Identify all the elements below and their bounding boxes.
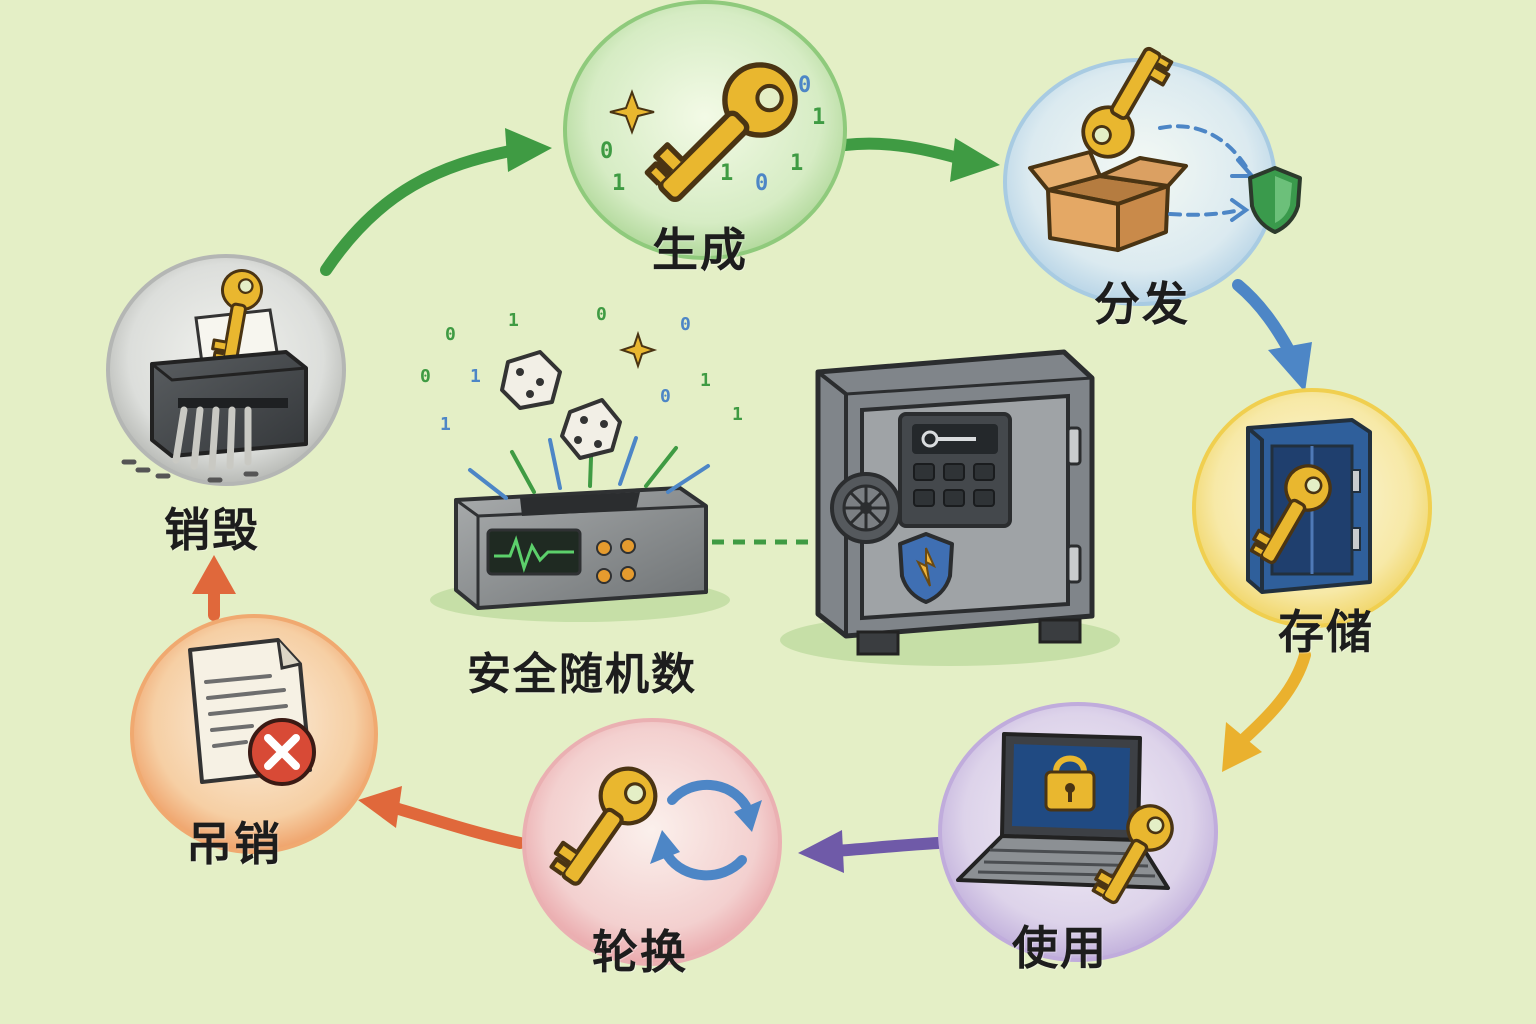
binary-digits: 0 0 1 1 0 0 1 1 1 0 — [420, 304, 743, 435]
dashed-route-upper — [1158, 124, 1250, 172]
arrow-generate-to-distribute — [839, 137, 1000, 182]
binary-digit: 1 — [440, 414, 451, 435]
binary-digit: 0 — [660, 386, 671, 407]
key-rotate-icon — [547, 758, 762, 896]
keypad-icon — [898, 412, 1012, 528]
binary-digit: 0 — [755, 171, 768, 196]
arrow-distribute-to-store — [1232, 279, 1312, 392]
binary-digit: 1 — [790, 151, 803, 176]
stage-use — [938, 702, 1218, 962]
stage-label-use: 使用 — [1012, 921, 1108, 975]
box-with-key-icon — [1028, 37, 1188, 252]
binary-digit: 0 — [680, 314, 691, 335]
shield-icon — [1248, 166, 1302, 234]
binary-digit: 1 — [508, 310, 519, 331]
central-safe-icon — [780, 349, 1120, 666]
binary-digit: 0 — [596, 304, 607, 325]
stage-generate: 0 1 0 1 1 0 1 — [563, 0, 847, 260]
sparkle-icon — [609, 89, 655, 135]
stage-label-store: 存储 — [1278, 605, 1374, 659]
arrow-revoke-to-destroy — [192, 555, 236, 621]
rotate-arrows-icon — [650, 780, 762, 881]
arrow-destroy-to-generate — [320, 128, 552, 276]
stage-destroy — [106, 254, 346, 486]
dial-icon — [830, 472, 902, 544]
binary-digit: 1 — [720, 161, 733, 186]
cycle-arrows — [192, 128, 1312, 873]
dice-icon — [500, 350, 622, 460]
stage-label-generate: 生成 — [652, 223, 748, 277]
random-number-generator-icon: 0 0 1 1 0 0 1 1 1 0 — [420, 304, 743, 622]
vault-with-key-icon — [1245, 418, 1372, 594]
binary-digit: 1 — [612, 171, 625, 196]
center-safe — [780, 349, 1120, 666]
rng-label: 安全随机数 — [467, 649, 697, 700]
stage-label-destroy: 销毁 — [164, 503, 260, 557]
stage-revoke — [130, 614, 378, 854]
dashed-route-lower — [1168, 208, 1242, 217]
binary-digit: 0 — [798, 73, 811, 98]
binary-digit: 0 — [600, 139, 613, 164]
binary-digit: 1 — [812, 105, 825, 130]
center-rng: 0 0 1 1 0 0 1 1 1 0 — [420, 304, 743, 622]
shredder-key-icon — [121, 265, 308, 483]
binary-digit: 0 — [445, 324, 456, 345]
stage-label-revoke: 吊销 — [186, 817, 282, 871]
stage-distribute — [1003, 37, 1302, 306]
binary-digit: 1 — [732, 404, 743, 425]
stage-store — [1192, 388, 1432, 628]
sparkle-icon — [618, 330, 658, 370]
padlock-icon — [1044, 755, 1096, 812]
revoked-document-icon — [188, 638, 316, 786]
stage-label-rotate: 轮换 — [592, 925, 688, 979]
stage-rotate — [522, 718, 782, 966]
laptop-lock-key-icon — [956, 732, 1182, 913]
arrow-use-to-rotate — [798, 830, 944, 873]
arrow-rotate-to-revoke — [358, 786, 526, 849]
binary-digits: 0 1 0 1 1 0 1 — [600, 73, 825, 196]
close-icon — [248, 718, 316, 786]
binary-digit: 1 — [700, 370, 711, 391]
shield-emblem-icon — [898, 532, 954, 604]
binary-digit: 0 — [420, 366, 431, 387]
binary-digit: 1 — [470, 366, 481, 387]
stage-label-distribute: 分发 — [1094, 277, 1190, 331]
arrow-store-to-use — [1222, 649, 1311, 772]
